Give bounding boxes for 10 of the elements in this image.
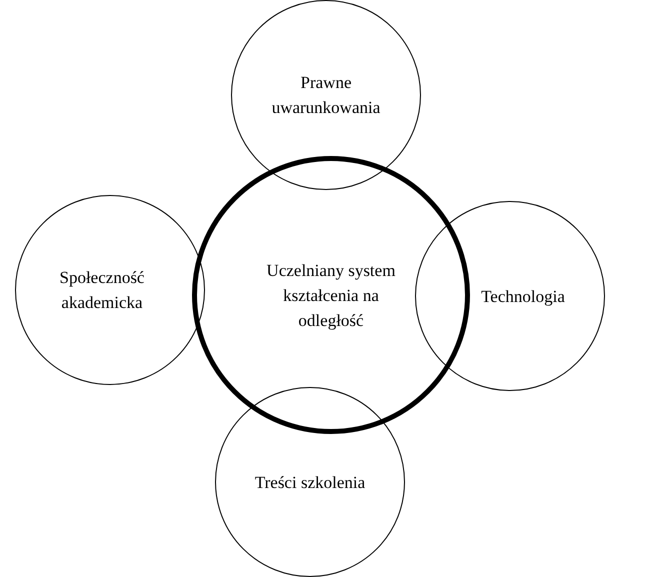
circle (15, 195, 205, 385)
central-circle (192, 156, 470, 434)
circle-label: Technologia (480, 286, 566, 308)
circle (215, 387, 405, 577)
circle (415, 201, 605, 391)
circle-label: Społeczność akademicka (58, 267, 146, 314)
circle-label: Prawne uwarunkowania (270, 72, 382, 119)
circle-label: Uczelniany system kształcenia na odległość (266, 260, 396, 332)
circle (231, 0, 421, 190)
circle-label: Treści szkolenia (254, 472, 366, 494)
